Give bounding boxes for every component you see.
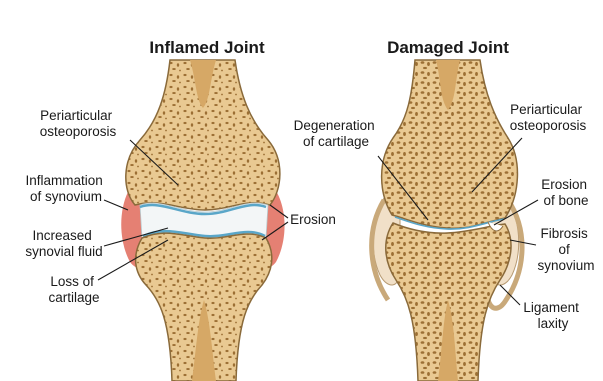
damaged-joint	[372, 60, 522, 381]
label-inflammation: Inflammation of synovium	[25, 173, 106, 204]
label-ligament: Ligament laxity	[523, 300, 582, 331]
label-increased-fluid: Increased synovial fluid	[25, 228, 102, 259]
inflamed-joint	[121, 60, 284, 381]
title-inflamed: Inflamed Joint	[149, 38, 265, 57]
label-fibrosis: Fibrosis of synovium	[537, 226, 594, 273]
label-loss-cartilage: Loss of cartilage	[48, 274, 99, 305]
label-periarticular-right: Periarticular osteoporosis	[510, 102, 587, 133]
label-erosion: Erosion	[290, 212, 336, 227]
label-periarticular-left: Periarticular osteoporosis	[40, 108, 117, 139]
label-erosion-bone: Erosion of bone	[541, 177, 591, 208]
title-damaged: Damaged Joint	[387, 38, 509, 57]
label-degeneration: Degeneration of cartilage	[294, 118, 379, 149]
